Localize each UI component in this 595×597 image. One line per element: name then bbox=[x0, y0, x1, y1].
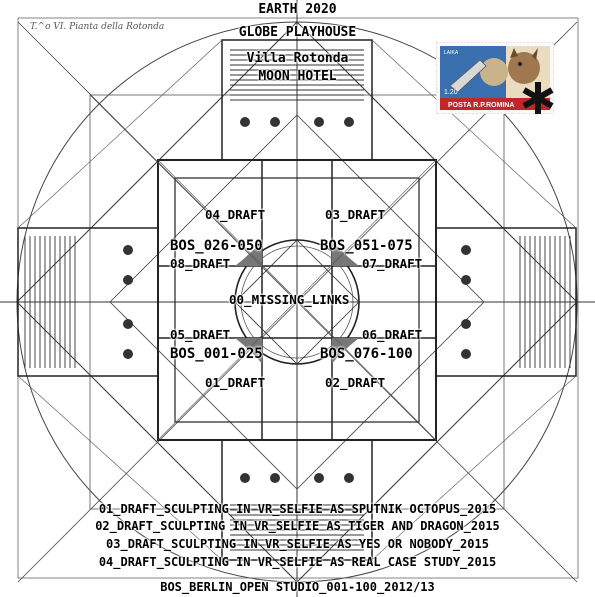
bos-001-025[interactable]: BOS_001-025 bbox=[170, 346, 263, 362]
draft-04[interactable]: 04_DRAFT bbox=[205, 207, 266, 222]
stamp-bottom-text: POSTA R.P.ROMINA bbox=[448, 102, 514, 109]
draft-06[interactable]: 06_DRAFT bbox=[362, 327, 423, 342]
portico-bottom bbox=[221, 439, 373, 561]
credit-line-3: 03_DRAFT_SCULPTING IN VR_SELFIE AS YES O… bbox=[106, 537, 489, 551]
header-line-2: GLOBE PLAYHOUSE bbox=[238, 25, 357, 40]
draft-01[interactable]: 01_DRAFT bbox=[205, 375, 266, 390]
draft-03[interactable]: 03_DRAFT bbox=[325, 207, 386, 222]
draft-08[interactable]: 08_DRAFT bbox=[170, 256, 231, 271]
outer-diamond bbox=[16, 21, 578, 583]
portico-left bbox=[17, 227, 159, 377]
footer-credit: BOS_BERLIN_OPEN STUDIO_001-100_2012/13 bbox=[160, 580, 435, 594]
draft-05[interactable]: 05_DRAFT bbox=[170, 327, 231, 342]
credit-line-1: 01_DRAFT_SCULPTING IN VR_SELFIE AS SPUTN… bbox=[98, 502, 497, 516]
stamp-top-text: LAIKA bbox=[444, 50, 459, 56]
draft-02[interactable]: 02_DRAFT bbox=[325, 375, 386, 390]
asterisk-icon bbox=[522, 82, 554, 114]
stamp-value: 1.20 bbox=[444, 89, 458, 96]
credit-line-4: 04_DRAFT_SCULPTING IN VR_SELFIE AS REAL … bbox=[98, 555, 497, 569]
portico-right bbox=[435, 227, 577, 377]
header-line-4: MOON HOTEL bbox=[258, 69, 337, 84]
laika-stamp: LAIKA 1.20 POSTA R.P.ROMINA bbox=[436, 42, 554, 114]
credit-line-2: 02_DRAFT_SCULPTING IN VR_SELFIE AS TIGER… bbox=[95, 519, 500, 533]
draft-07[interactable]: 07_DRAFT bbox=[362, 256, 423, 271]
plan-caption: T.^o VI. Pianta della Rotonda bbox=[30, 22, 165, 32]
header-line-1: EARTH 2020 bbox=[258, 2, 337, 17]
portico-top bbox=[221, 39, 373, 161]
missing-links[interactable]: 00_MISSING_LINKS bbox=[229, 292, 350, 307]
bos-026-050[interactable]: BOS_026-050 bbox=[170, 238, 263, 254]
header-line-3: Villa Rotonda bbox=[246, 51, 349, 66]
bos-076-100[interactable]: BOS_076-100 bbox=[320, 346, 413, 362]
bos-051-075[interactable]: BOS_051-075 bbox=[320, 238, 413, 254]
